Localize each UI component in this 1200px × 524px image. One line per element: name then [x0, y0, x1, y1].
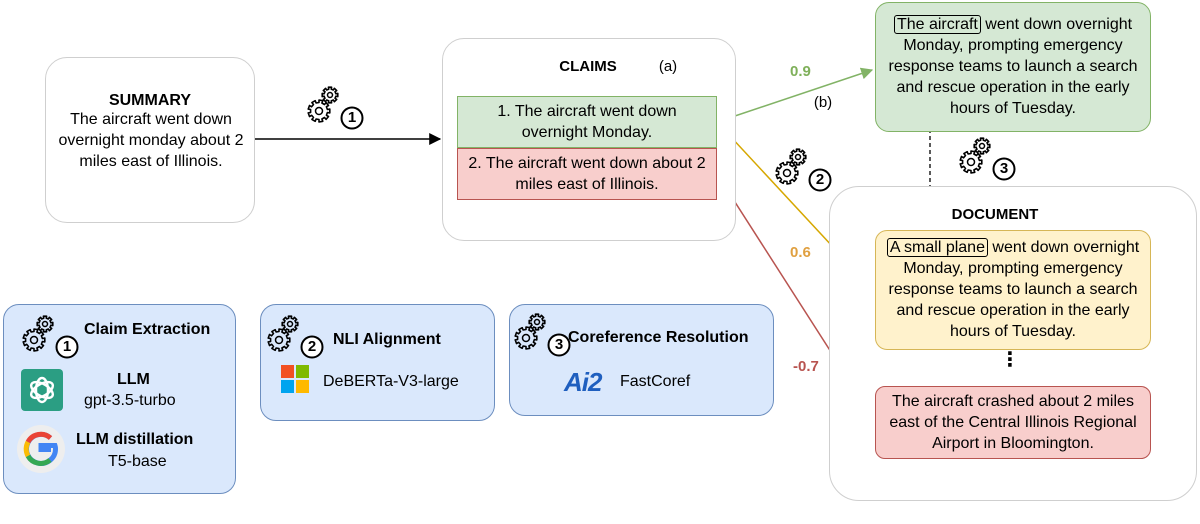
score-yellow: 0.6 [790, 244, 811, 261]
gear-shape [22, 328, 46, 352]
llm-model: gpt-3.5-turbo [84, 392, 176, 409]
claims-tag: (a) [658, 58, 678, 75]
distill-model: T5-base [108, 453, 167, 470]
gear-shape [267, 328, 291, 352]
original-sentence-box: A small plane went down overnight Monday… [875, 230, 1151, 350]
coref-model: FastCoref [620, 373, 691, 390]
claim-text: 1. The aircraft went down overnight Mond… [497, 103, 677, 141]
distill-title: LLM distillation [76, 431, 194, 448]
step-number: 1 [62, 338, 72, 355]
step-number: 2 [307, 338, 317, 355]
summary-box: SUMMARY The aircraft went down overnight… [45, 57, 255, 223]
gear-shape [36, 315, 54, 333]
ellipsis: ⋮ [1000, 349, 1020, 371]
step-1-gear-icon: 1 [305, 84, 369, 130]
step-1-legend-gear-icon: 1 [20, 313, 84, 359]
gear-hole [794, 153, 802, 161]
gear-shape [959, 150, 983, 174]
claim-item-1: 1. The aircraft went down overnight Mond… [457, 96, 717, 148]
claim1-to-resolved-arrow [716, 67, 874, 123]
gear-hole [274, 335, 284, 345]
step-number: 3 [999, 160, 1009, 177]
gear-hole [521, 333, 531, 343]
openai-logo-icon [21, 369, 63, 411]
score-green: 0.9 [790, 63, 811, 80]
legend-nli-alignment: 2 NLI Alignment DeBERTa-V3-large [260, 304, 495, 421]
b-tag: (b) [813, 94, 833, 111]
claim-extraction-title: Claim Extraction [84, 321, 211, 338]
coref-title: Coreference Resolution [568, 329, 749, 346]
summary-text: The aircraft went down overnight monday … [58, 111, 244, 170]
step-number-circle [992, 157, 1016, 181]
step-2-legend-gear-icon: 2 [265, 313, 329, 359]
nli-model: DeBERTa-V3-large [323, 373, 459, 390]
gear-hole [41, 320, 49, 328]
step-number: 3 [554, 336, 564, 353]
resolved-sentence-text: The aircraft went down overnight Monday,… [878, 14, 1148, 119]
gear-hole [286, 320, 294, 328]
gear-shape [281, 315, 299, 333]
gear-shape [514, 326, 538, 350]
step-number-circle [808, 168, 832, 192]
step-number-circle [547, 333, 571, 357]
gear-shape [789, 148, 807, 166]
step-3-gear-icon: 3 [957, 135, 1021, 181]
ai2-logo-icon: Ai2 [564, 367, 602, 397]
claim-text: 2. The aircraft went down about 2 miles … [468, 155, 706, 193]
gear-hole [533, 318, 541, 326]
step-number: 2 [815, 171, 825, 188]
gear-hole [966, 157, 976, 167]
claims-title: CLAIMS [559, 58, 617, 75]
resolved-sentence-box: The aircraft went down overnight Monday,… [875, 2, 1151, 132]
claim-item-2: 2. The aircraft went down about 2 miles … [457, 148, 717, 200]
gear-shape [973, 137, 991, 155]
coref-highlight: The aircraft [893, 15, 981, 34]
step-number-circle [300, 335, 324, 359]
step-3-legend-gear-icon: 3 [512, 311, 576, 357]
gear-shape [528, 313, 546, 331]
resolved-sentence-rest: went down overnight Monday, prompting em… [888, 16, 1138, 117]
original-sentence-rest: went down overnight Monday, prompting em… [888, 239, 1140, 340]
step-number: 1 [347, 109, 357, 126]
gear-hole [314, 106, 324, 116]
score-red: -0.7 [793, 358, 819, 375]
gear-hole [326, 91, 334, 99]
gear-shape [321, 86, 339, 104]
last-sentence-text: The aircraft crashed about 2 miles east … [889, 393, 1137, 452]
gear-shape [775, 161, 799, 185]
nli-title: NLI Alignment [333, 331, 441, 348]
gear-shape [307, 99, 331, 123]
google-logo-icon [17, 425, 65, 473]
step-2-gear-icon: 2 [773, 146, 837, 192]
legend-claim-extraction: 1 Claim Extraction LLM gpt-3.5-turbo LLM… [3, 304, 236, 494]
step-number-circle [340, 106, 364, 130]
step-number-circle [55, 335, 79, 359]
legend-coreference: 3 Coreference Resolution Ai2 FastCoref [509, 304, 774, 416]
mention-highlight: A small plane [886, 238, 988, 257]
document-title: DOCUMENT [951, 206, 1039, 223]
summary-title: SUMMARY [108, 92, 192, 109]
original-sentence-text: A small plane went down overnight Monday… [878, 237, 1148, 342]
last-sentence-box: The aircraft crashed about 2 miles east … [875, 386, 1151, 459]
gear-hole [782, 168, 792, 178]
gear-hole [29, 335, 39, 345]
llm-title: LLM [117, 371, 150, 388]
microsoft-logo-icon [281, 365, 309, 393]
gear-hole [978, 142, 986, 150]
